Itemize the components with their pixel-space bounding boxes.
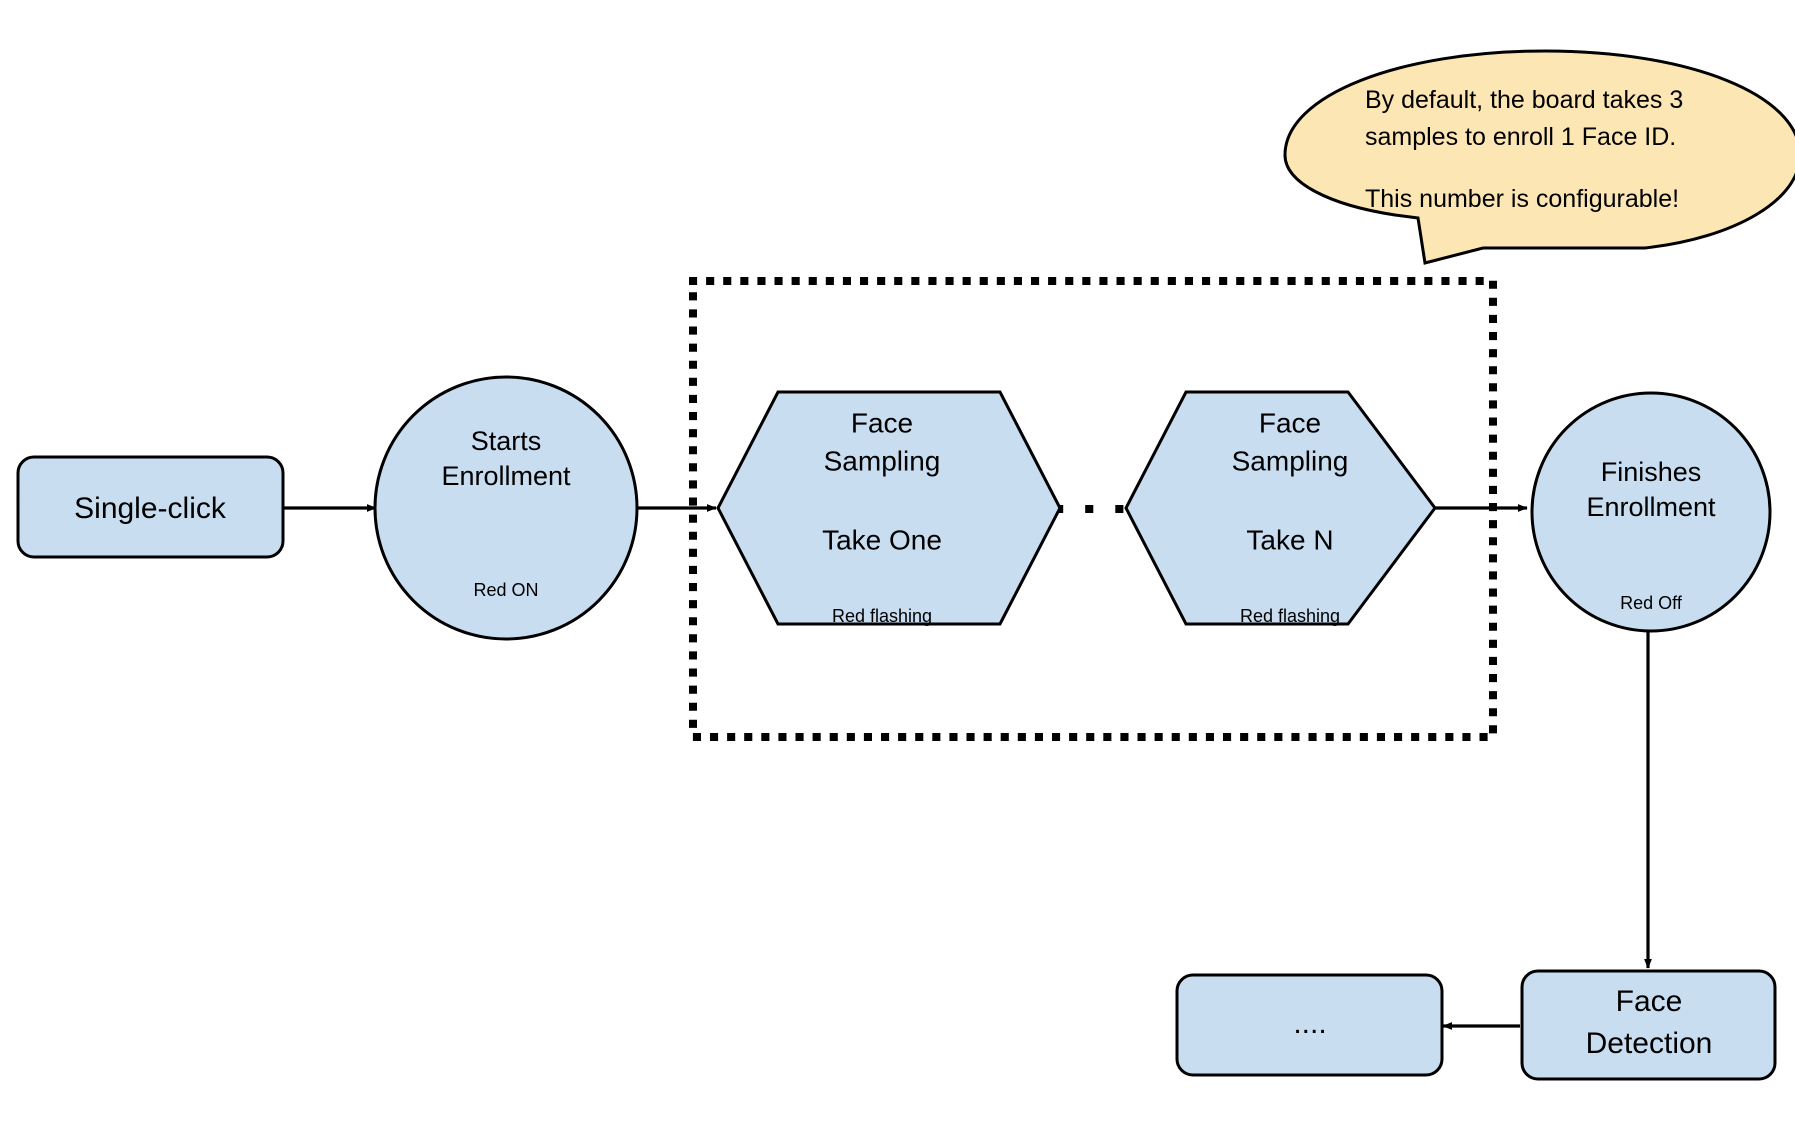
starts-enrollment-status: Red ON xyxy=(473,580,538,600)
single-click-box[interactable] xyxy=(16,455,285,559)
face-detection-label-line2: Detection xyxy=(1586,1027,1713,1060)
node-finishes-enrollment[interactable]: Finishes Enrollment Red Off xyxy=(1530,391,1772,633)
continuation-label: .... xyxy=(1293,1007,1326,1040)
face-detection-label-line1: Face xyxy=(1616,985,1683,1018)
finishes-enrollment-status: Red Off xyxy=(1620,593,1683,613)
single-click-label: Single-click xyxy=(74,492,227,525)
callout-line-2: samples to enroll 1 Face ID. xyxy=(1365,123,1676,151)
starts-enrollment-label-line1: Starts xyxy=(471,426,542,456)
face-sampling-n-take-label: Take N xyxy=(1246,524,1333,555)
node-starts-enrollment[interactable]: Starts Enrollment Red ON xyxy=(373,375,639,641)
face-sampling-one-label-line2: Sampling xyxy=(824,445,941,476)
finishes-enrollment-label-line1: Finishes xyxy=(1601,457,1702,487)
callout-line-1: By default, the board takes 3 xyxy=(1365,86,1683,114)
node-face-sampling-take-one[interactable]: Face Sampling Take One Red flashing xyxy=(716,390,1062,626)
callout-bubble-shape xyxy=(1283,49,1795,265)
starts-enrollment-circle[interactable] xyxy=(373,375,639,641)
node-continuation[interactable]: .... xyxy=(1175,973,1444,1077)
face-sampling-one-take-label: Take One xyxy=(822,524,942,555)
continuation-box[interactable] xyxy=(1175,973,1444,1077)
finishes-enrollment-label-line2: Enrollment xyxy=(1586,492,1716,522)
finishes-enrollment-circle[interactable] xyxy=(1530,391,1772,633)
callout-bubble: By default, the board takes 3 samples to… xyxy=(1283,49,1795,265)
face-sampling-n-label-line1: Face xyxy=(1259,407,1321,438)
face-detection-box[interactable] xyxy=(1520,969,1777,1081)
face-sampling-one-hexagon[interactable] xyxy=(716,390,1062,626)
face-sampling-n-status: Red flashing xyxy=(1240,606,1340,626)
face-sampling-n-hexagon[interactable] xyxy=(1124,390,1437,626)
node-face-detection[interactable]: Face Detection xyxy=(1520,969,1777,1081)
node-face-sampling-take-n[interactable]: Face Sampling Take N Red flashing xyxy=(1124,390,1437,626)
face-sampling-n-label-line2: Sampling xyxy=(1232,445,1349,476)
node-single-click[interactable]: Single-click xyxy=(16,455,285,559)
starts-enrollment-label-line2: Enrollment xyxy=(441,461,571,491)
face-sampling-one-status: Red flashing xyxy=(832,606,932,626)
face-sampling-one-label-line1: Face xyxy=(851,407,913,438)
callout-line-3: This number is configurable! xyxy=(1365,185,1679,213)
